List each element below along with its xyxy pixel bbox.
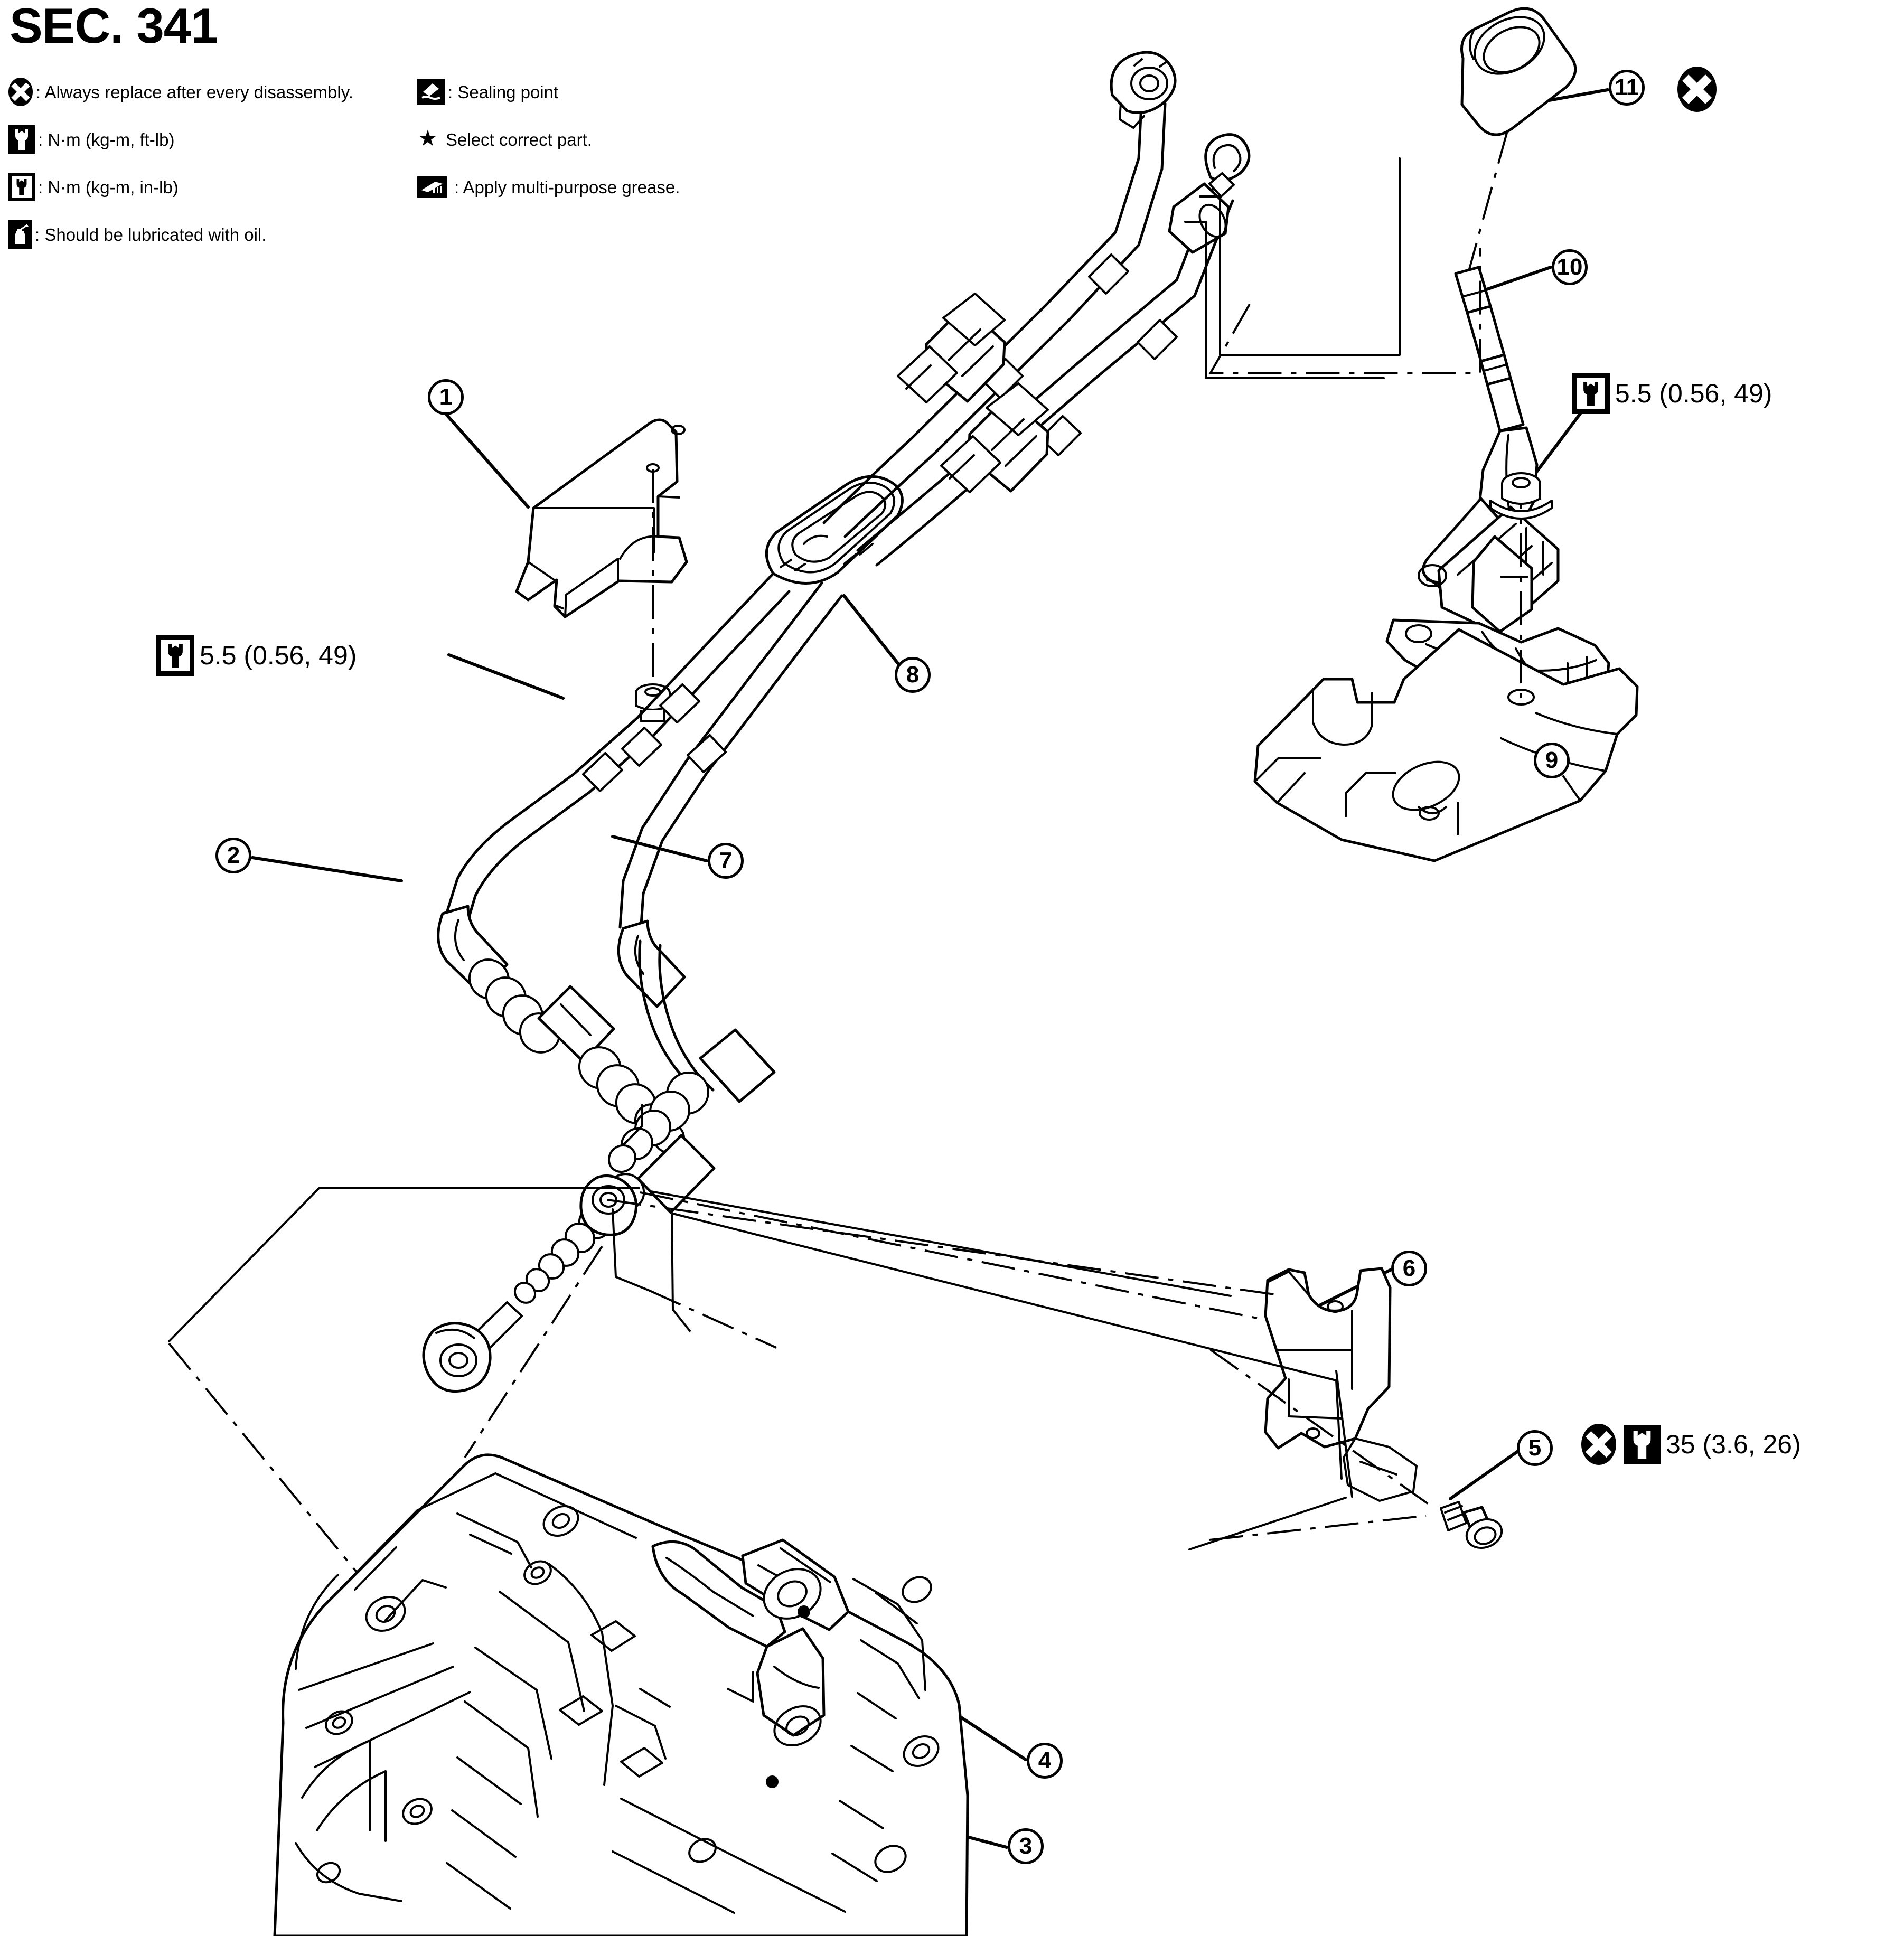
wrench-ftlb-icon	[1624, 1425, 1661, 1464]
callout-7[interactable]: 7	[708, 843, 744, 879]
legend-item-ftlb: : N·m (kg-m, ft-lb)	[8, 125, 410, 154]
page-title: SEC. 341	[10, 0, 218, 53]
callout-3[interactable]: 3	[1008, 1828, 1044, 1864]
cable-adjuster-upper	[897, 293, 1006, 403]
cable-adjuster-lower	[940, 382, 1049, 493]
part-7-select-cable-boot	[579, 919, 776, 1236]
part-1-cable-support-bracket	[515, 418, 688, 722]
torque-value: 35 (3.6, 26)	[1666, 1430, 1801, 1459]
legend-item-replace: : Always replace after every disassembly…	[8, 78, 410, 106]
legend-label: : Sealing point	[448, 82, 559, 102]
legend-right-column: : Sealing point ★ Select correct part. :…	[417, 78, 755, 221]
cable-end-fitting-upper	[1110, 51, 1177, 129]
legend-label: : Apply multi-purpose grease.	[454, 177, 680, 197]
legend-label: : Always replace after every disassembly…	[36, 82, 353, 102]
callout-4[interactable]: 4	[1027, 1743, 1063, 1779]
callout-2[interactable]: 2	[215, 838, 251, 873]
part-8-cable-grommet	[765, 475, 904, 585]
legend-item-inlb: : N·m (kg-m, in-lb)	[8, 173, 410, 201]
part-11-shift-knob	[1460, 7, 1577, 136]
legend-item-select-part: ★ Select correct part.	[417, 126, 755, 153]
cable-end-fitting-lower	[1168, 133, 1251, 254]
sealant-icon	[417, 79, 445, 105]
projection-lines	[168, 1104, 1427, 1628]
legend-label: : N·m (kg-m, in-lb)	[38, 177, 179, 197]
callout-6[interactable]: 6	[1391, 1251, 1427, 1286]
legend-item-grease: : Apply multi-purpose grease.	[417, 173, 755, 201]
lever-mounting-nut	[1489, 472, 1553, 520]
callout-5[interactable]: 5	[1517, 1430, 1553, 1466]
transaxle-case	[273, 1453, 969, 1936]
replace-icon	[1677, 67, 1717, 112]
legend-label: Select correct part.	[446, 129, 592, 149]
legend-label: : Should be lubricated with oil.	[35, 224, 267, 245]
part-6-cable-bracket	[1209, 1267, 1503, 1549]
part-9-shift-lever-assembly	[1184, 157, 1639, 862]
part-10-shift-lever-rod	[1454, 130, 1525, 433]
torque-spec-cable-bracket: 35 (3.6, 26)	[1579, 1424, 1801, 1465]
cable-sheath-collars-lower	[582, 683, 727, 792]
cable-sheath-collars-upper	[982, 253, 1178, 456]
legend-item-oil: : Should be lubricated with oil.	[8, 220, 410, 249]
torque-value: 5.5 (0.56, 49)	[1615, 379, 1772, 408]
callout-1[interactable]: 1	[428, 379, 464, 415]
callout-4-dot	[798, 1605, 810, 1618]
callout-11[interactable]: 11	[1609, 70, 1645, 106]
wrench-inlb-icon	[1572, 373, 1610, 414]
part-2-and-7-control-cables	[422, 51, 1251, 1393]
torque-spec-left-bracket: 5.5 (0.56, 49)	[156, 635, 357, 676]
legend-left-column: : Always replace after every disassembly…	[8, 78, 410, 268]
callout-8[interactable]: 8	[895, 657, 931, 693]
wrench-ftlb-icon	[8, 125, 35, 154]
replace-icon	[8, 78, 33, 106]
callout-9[interactable]: 9	[1534, 743, 1570, 778]
legend-label: : N·m (kg-m, ft-lb)	[38, 129, 175, 149]
torque-value: 5.5 (0.56, 49)	[200, 641, 357, 670]
grease-icon	[417, 176, 447, 198]
part-5-bracket-bolt	[1440, 1501, 1503, 1549]
callout-10[interactable]: 10	[1552, 249, 1588, 285]
star-icon: ★	[418, 126, 438, 151]
callout-3-dot	[766, 1775, 779, 1788]
oil-can-icon	[8, 220, 32, 249]
wrench-inlb-icon	[156, 635, 194, 676]
wrench-inlb-icon	[8, 173, 35, 201]
legend-item-sealing: : Sealing point	[417, 78, 755, 106]
replace-icon	[1581, 1424, 1616, 1465]
torque-spec-lever-nut: 5.5 (0.56, 49)	[1572, 373, 1772, 414]
